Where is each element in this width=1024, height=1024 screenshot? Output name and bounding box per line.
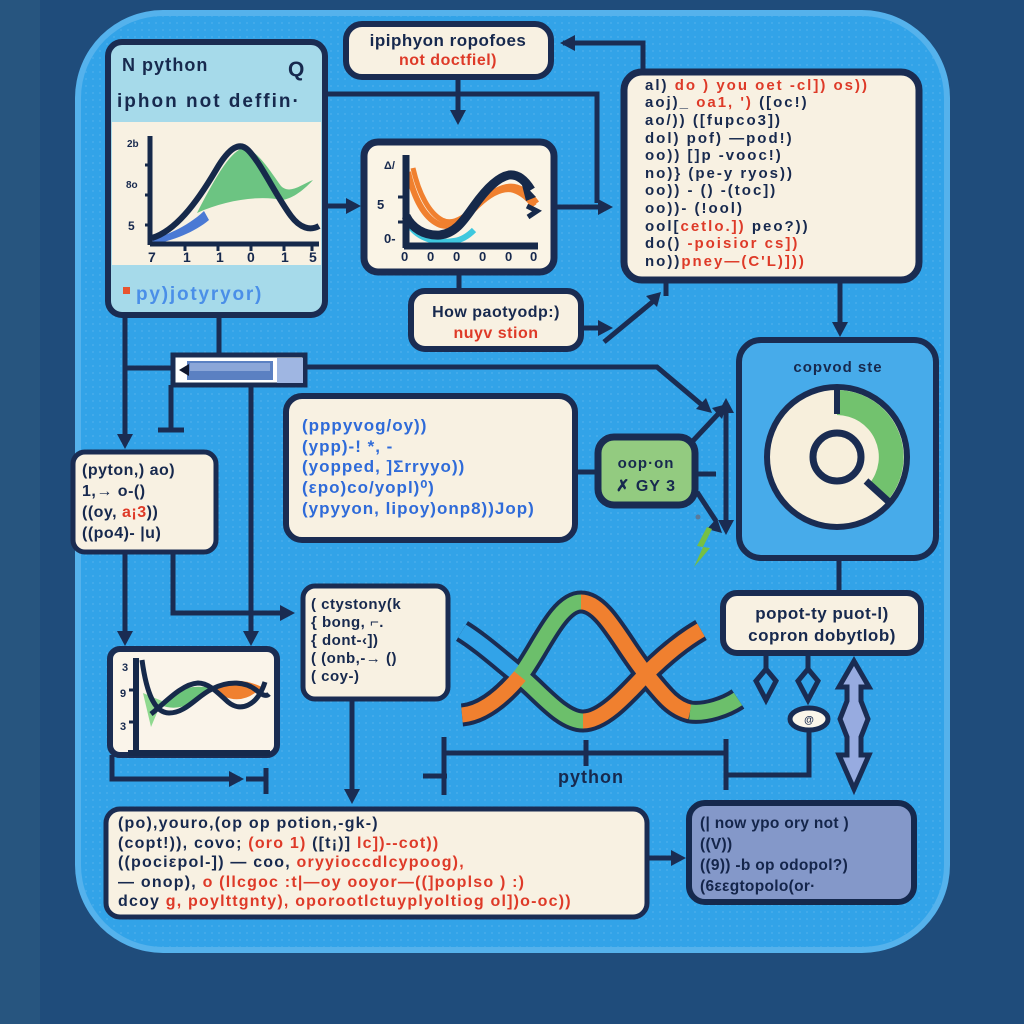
- svg-text:(po),youro,(op op potion,-gk-): (po),youro,(op op potion,-gk-): [118, 815, 379, 832]
- svg-text:{ bong, ⌐.: { bong, ⌐.: [311, 614, 384, 631]
- svg-text:0: 0: [401, 249, 408, 264]
- svg-text:not doctfiel): not doctfiel): [399, 52, 497, 69]
- svg-text:( (onb,-→ (): ( (onb,-→ (): [311, 650, 397, 667]
- svg-text:3: 3: [122, 662, 128, 674]
- svg-text:0: 0: [427, 249, 434, 264]
- svg-text:0: 0: [530, 249, 537, 264]
- svg-text:no))pney—(C'L)])): no))pney—(C'L)])): [645, 253, 806, 270]
- svg-text:5: 5: [128, 219, 135, 233]
- svg-text:ao/)) ([fupco3]): ao/)) ([fupco3]): [645, 112, 782, 129]
- svg-text:Q: Q: [288, 58, 304, 81]
- svg-text:7: 7: [148, 249, 156, 265]
- svg-text:5: 5: [377, 197, 384, 212]
- svg-text:iphon not deffin·: iphon not deffin·: [117, 91, 301, 112]
- svg-text:ipiphyon ropofoes: ipiphyon ropofoes: [370, 31, 527, 50]
- svg-text:How paotyodp:): How paotyodp:): [432, 304, 560, 321]
- svg-text:al) do ) you oet -cl]) os)): al) do ) you oet -cl]) os)): [645, 77, 869, 94]
- svg-text:( ctystony(k: ( ctystony(k: [311, 596, 401, 613]
- svg-text:1: 1: [216, 249, 224, 265]
- svg-text:8o: 8o: [126, 180, 138, 191]
- svg-text:1,→ o-(): 1,→ o-(): [82, 483, 146, 500]
- svg-text:oo)) - () -(toc]): oo)) - () -(toc]): [645, 182, 777, 199]
- svg-text:do() -poisior cs]): do() -poisior cs]): [645, 235, 799, 252]
- svg-text:( coy-): ( coy-): [311, 668, 360, 685]
- svg-text:1: 1: [281, 249, 289, 265]
- svg-text:oop·on: oop·on: [618, 455, 675, 472]
- svg-text:((V)): ((V)): [700, 836, 733, 853]
- svg-text:5: 5: [309, 249, 317, 265]
- svg-text:ool[cetlo.]) peo?)): ool[cetlo.]) peo?)): [645, 218, 810, 235]
- svg-text:0: 0: [505, 249, 512, 264]
- svg-text:py)jotyryor): py)jotyryor): [136, 284, 263, 305]
- svg-text:no)} (pe-y ryos)): no)} (pe-y ryos)): [645, 165, 794, 182]
- svg-text:oo)) []p -vooc!): oo)) []p -vooc!): [645, 147, 783, 164]
- svg-text:(εpo)co/yopl)⁰): (εpo)co/yopl)⁰): [302, 478, 435, 497]
- svg-text:@: @: [804, 715, 814, 726]
- svg-text:0: 0: [453, 249, 460, 264]
- svg-text:python: python: [558, 767, 624, 787]
- svg-text:((9)) -b op odopol?): ((9)) -b op odopol?): [700, 857, 848, 874]
- svg-text:copvod ste: copvod ste: [793, 359, 882, 376]
- svg-text:1: 1: [183, 249, 191, 265]
- svg-text:((po4)- |u): ((po4)- |u): [82, 525, 161, 542]
- svg-text:Δ/: Δ/: [384, 160, 395, 172]
- svg-text:((oy, a¡3)): ((oy, a¡3)): [82, 504, 158, 521]
- svg-text:(pyton,) ao): (pyton,) ao): [82, 462, 175, 479]
- svg-text:2b: 2b: [127, 139, 139, 150]
- svg-text:9: 9: [120, 688, 126, 700]
- svg-text:dol) pof) —pod!): dol) pof) —pod!): [645, 130, 794, 147]
- svg-text:((pociεpol-]) — coo, oryyioccd: ((pociεpol-]) — coo, oryyioccdlcypoog),: [118, 854, 465, 871]
- svg-text:(copt!)), covo; (oro 1) ([t¡)]: (copt!)), covo; (oro 1) ([t¡)] lc])--cot…: [118, 835, 439, 852]
- svg-text:nuyv stion: nuyv stion: [453, 325, 538, 342]
- svg-text:0: 0: [479, 249, 486, 264]
- svg-text:aoj)_ oa1, ') ([oc!): aoj)_ oa1, ') ([oc!): [645, 94, 809, 111]
- svg-text:(yopped, ]Σrryyo)): (yopped, ]Σrryyo)): [302, 457, 465, 476]
- svg-text:0-: 0-: [384, 231, 396, 246]
- svg-text:3: 3: [120, 721, 126, 733]
- svg-text:(ypp)-! *, -: (ypp)-! *, -: [302, 437, 393, 456]
- svg-text:{ dont-‹]): { dont-‹]): [311, 632, 378, 649]
- svg-text:popot-ty puot-l): popot-ty puot-l): [755, 604, 889, 623]
- svg-text:(| now ypo ory not ): (| now ypo ory not ): [700, 815, 849, 832]
- svg-text:— onop), o (llcgoc :t|—oy ooyo: — onop), o (llcgoc :t|—oy ooyor—((]popls…: [118, 874, 525, 891]
- svg-text:0: 0: [247, 249, 255, 265]
- svg-text:dcoy g, poylttgnty), oporootlc: dcoy g, poylttgnty), oporootlctuyplyolti…: [118, 893, 572, 910]
- svg-text:✗ GY 3: ✗ GY 3: [616, 478, 676, 495]
- svg-text:(6εεgtopolo(or·: (6εεgtopolo(or·: [700, 878, 816, 895]
- svg-text:N python: N python: [122, 55, 208, 76]
- svg-text:(pppyvog/oy)): (pppyvog/oy)): [302, 416, 427, 435]
- svg-text:(ypyyon, lipoy)onp8))Jop): (ypyyon, lipoy)onp8))Jop): [302, 499, 535, 518]
- svg-text:copron dobytlob): copron dobytlob): [748, 626, 896, 645]
- svg-text:oo))- (!ool): oo))- (!ool): [645, 200, 744, 217]
